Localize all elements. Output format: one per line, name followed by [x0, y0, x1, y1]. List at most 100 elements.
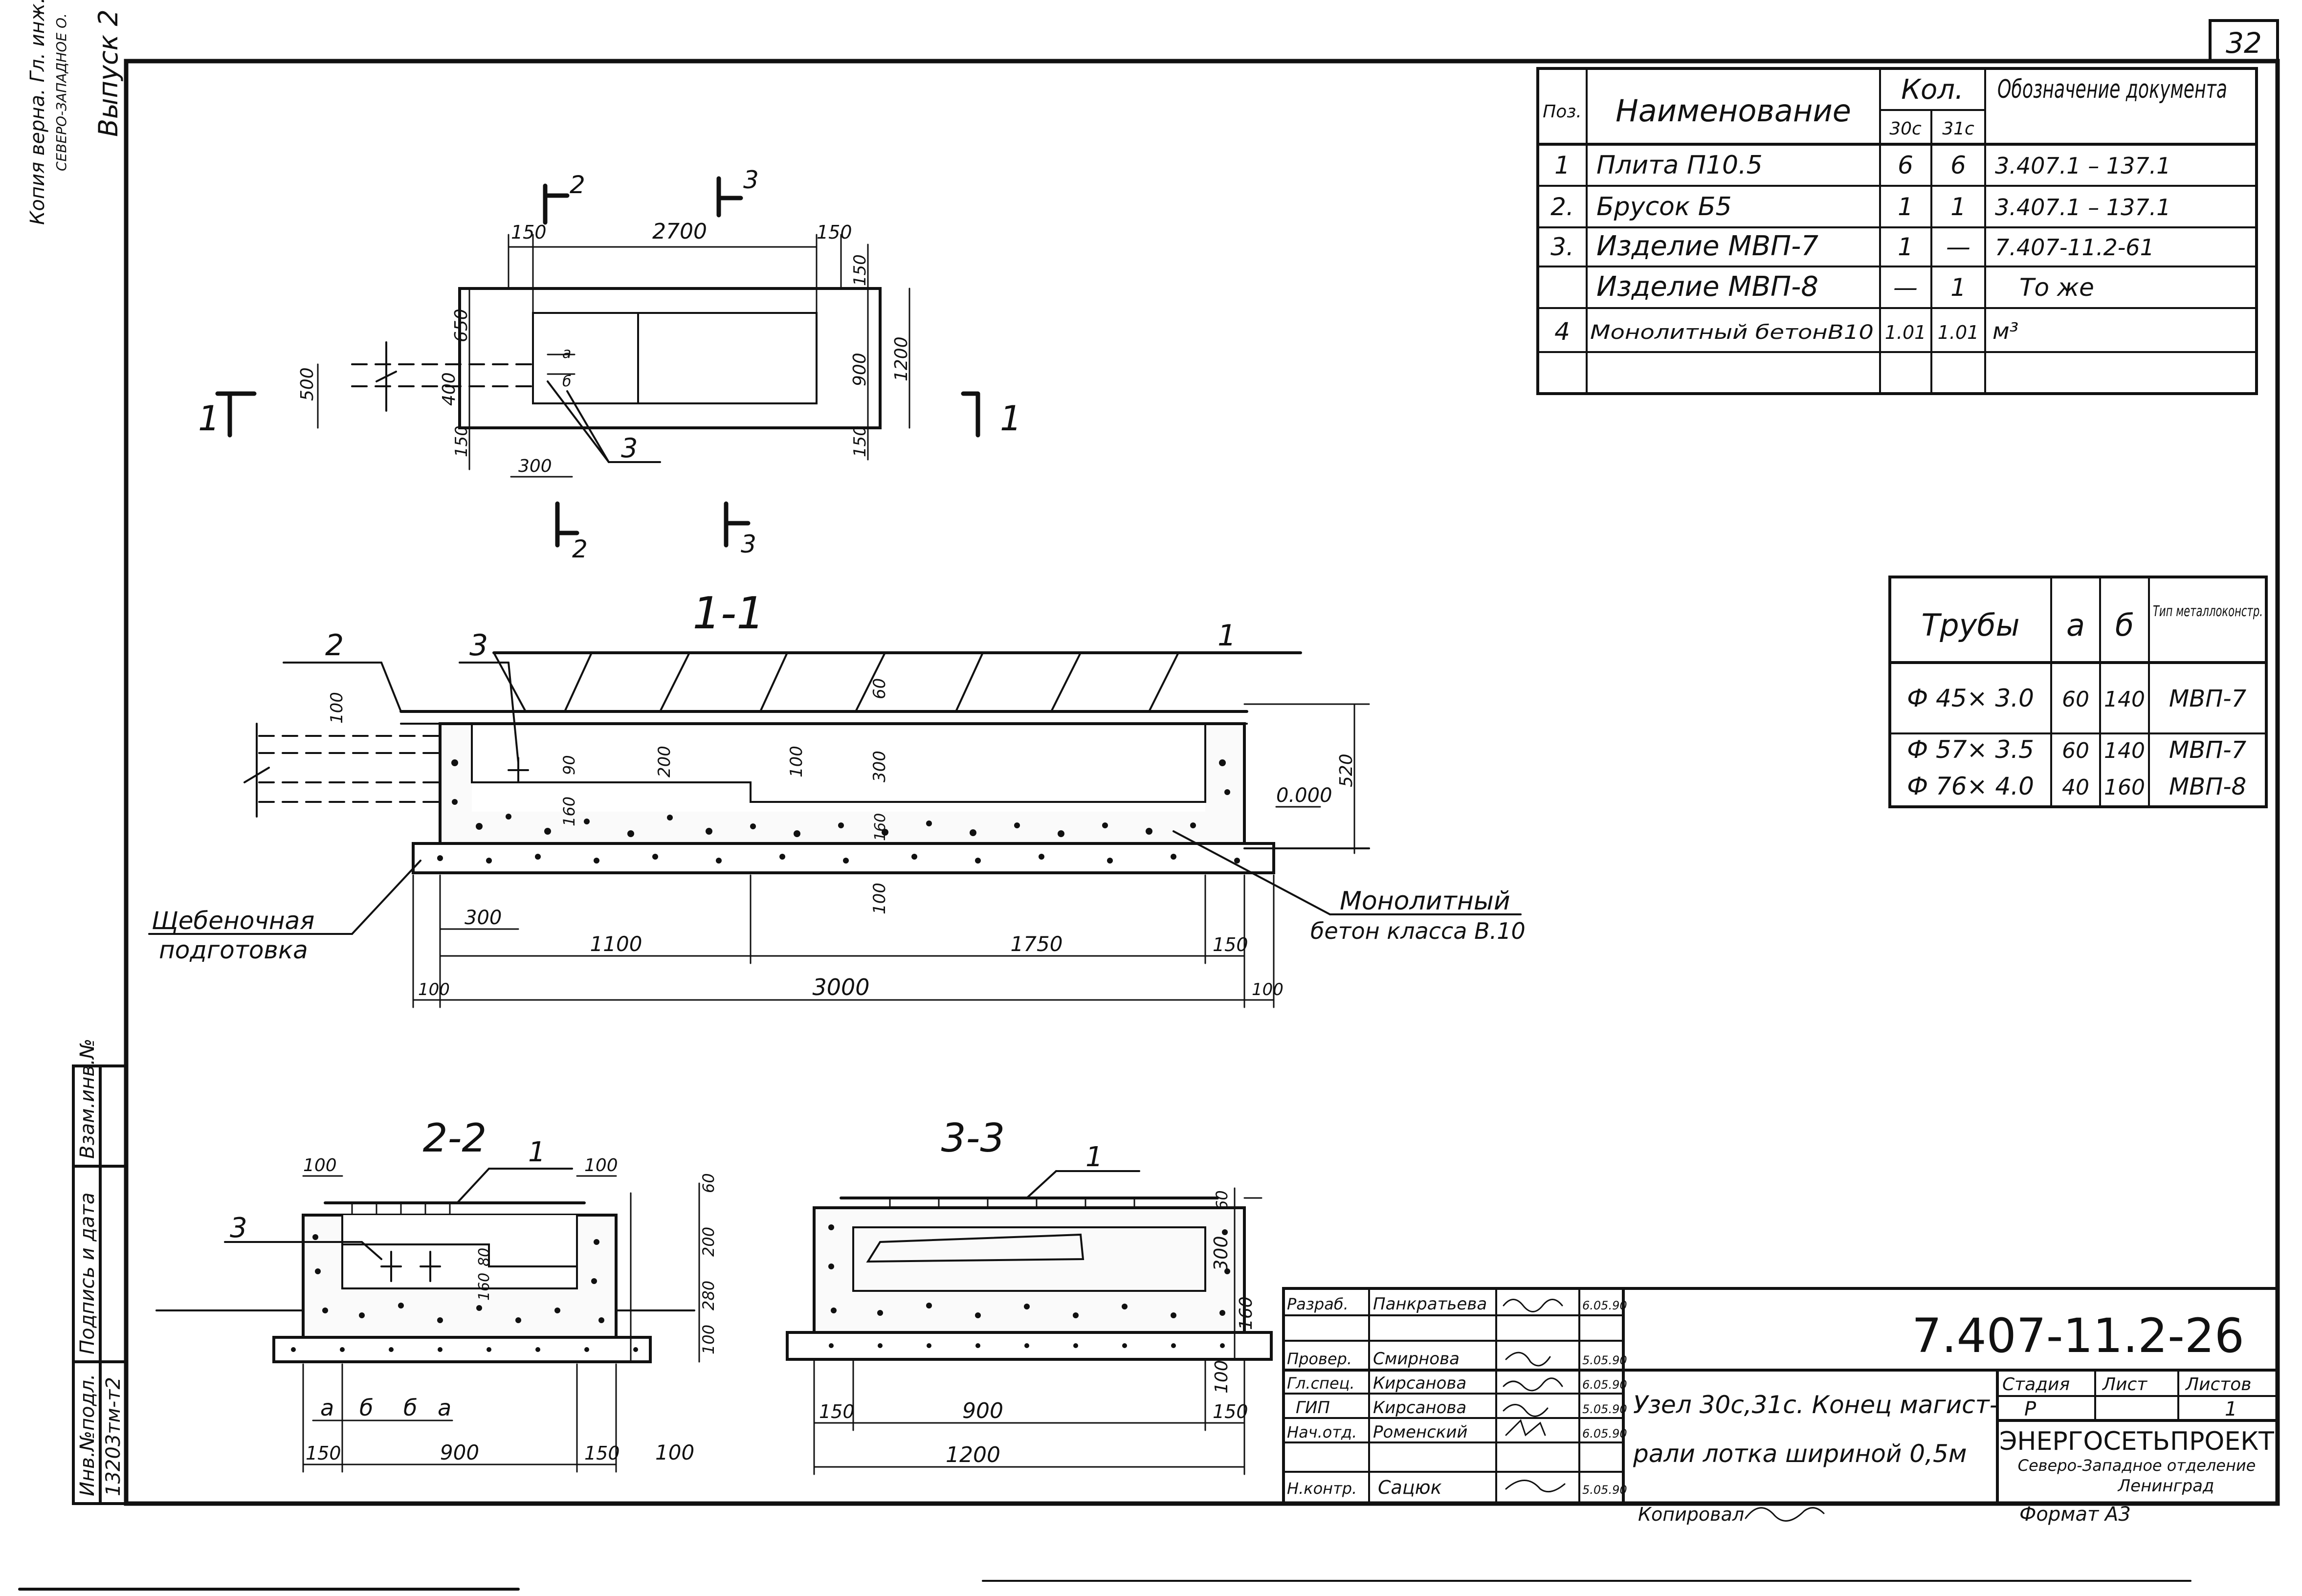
s11-callout-3: 3 [469, 628, 488, 663]
pipe-row-a: 40 [2062, 775, 2089, 800]
plan-dim-300: 300 [518, 456, 552, 476]
cut-2-bottom: 2 [572, 535, 588, 563]
role-date: 6.05.90 [1582, 1427, 1627, 1441]
role-label: ГИП [1296, 1398, 1330, 1418]
side-stamp: Копия верна. Гл. инж. проекта СЕВЕРО-ЗАП… [26, 0, 124, 225]
plan-dim-150-top: 150 [850, 254, 870, 286]
plan-dim-900: 900 [850, 353, 870, 386]
spec-row-pos: 3. [1550, 233, 1574, 261]
s22-dim-100v: 100 [699, 1325, 718, 1354]
spec-table: Поз. Наименование Кол. 30с 31с Обозначен… [1536, 67, 2258, 395]
s11-dim-160b: 160 [872, 813, 889, 841]
s11-dim-200: 200 [655, 746, 674, 777]
spec-row: 2. Брусок Б5 1 1 3.407.1 – 137.1 [1550, 192, 2170, 222]
role-name: Кирсанова [1373, 1398, 1466, 1418]
spec-header-doc: Обозначение документа [1997, 75, 2227, 104]
s22-dim-b1: б [359, 1395, 373, 1421]
s11-dim-300: 300 [870, 751, 889, 782]
stage-value: Р [2024, 1398, 2036, 1420]
s11-dim-1100: 1100 [590, 932, 642, 956]
s22-callout-3: 3 [230, 1212, 247, 1244]
role-row: Разраб. Панкратьева 6.05.90 [1287, 1294, 1627, 1314]
s22-dim-b2: б [403, 1395, 417, 1421]
stage-header: Стадия [2002, 1374, 2070, 1395]
plan-dim-150-br: 150 [850, 425, 870, 457]
spec-row-q30: — [1893, 273, 1918, 302]
title-line-2: рали лотка шириной 0,5м [1633, 1440, 1967, 1468]
label-gravel-line-2: подготовка [159, 936, 308, 964]
pipe-row-b: 160 [2104, 775, 2145, 800]
spec-row: 3. Изделие МВП-7 1 — 7.407-11.2-61 [1550, 230, 2154, 262]
s33-aggregate [828, 1224, 1230, 1348]
format-label: Формат А3 [2019, 1503, 2131, 1526]
spec-row-pos: 1 [1554, 151, 1570, 179]
spec-header-qty-31: 31с [1942, 119, 1974, 139]
cut-1-left: 1 [198, 399, 220, 439]
role-row: Гл.спец. Кирсанова 6.05.90 [1287, 1374, 1627, 1393]
pipe-row-b: 140 [2104, 738, 2145, 763]
spec-row-q31: 1 [1950, 273, 1966, 302]
s33-dim-150r: 150 [1213, 1401, 1248, 1422]
spec-row-name: Монолитный бетонВ10 [1590, 321, 1874, 344]
pipe-row-type: МВП-8 [2169, 773, 2246, 800]
section-3-3: 3-3 1 60 300 160 100 [786, 1115, 1273, 1475]
s33-dim-100: 100 [1212, 1360, 1232, 1394]
s11-dim-100: 100 [327, 692, 347, 724]
label-gravel-line-1: Щебеночная [152, 907, 314, 935]
pipe-rows: Ф 45× 3.0 60 140 МВП-7 Ф 57× 3.5 60 140 … [1907, 684, 2247, 800]
label-concrete-line-1: Монолитный [1340, 887, 1510, 916]
page-number: 32 [2226, 26, 2262, 60]
role-name: Кирсанова [1373, 1374, 1466, 1393]
role-row: Н.контр. Сацюк 5.05.90 [1287, 1477, 1627, 1498]
s22-dim-150r: 150 [584, 1442, 620, 1464]
s11-dim-3000: 3000 [812, 974, 869, 1000]
role-name: Роменский [1373, 1422, 1468, 1442]
spec-header-qty-30: 30с [1889, 119, 1922, 139]
role-date: 6.05.90 [1582, 1378, 1627, 1392]
s33-dim-900: 900 [962, 1398, 1003, 1423]
spec-row-q30: 1 [1898, 193, 1913, 221]
s22-dim-a1: а [320, 1395, 334, 1421]
section-2-2-title: 2-2 [423, 1115, 487, 1161]
title-line-1: Узел 30с,31с. Конец магист- [1633, 1391, 1998, 1419]
cut-1-right: 1 [1000, 399, 1022, 439]
plan-dim-2700: 2700 [652, 219, 707, 244]
s22-dim-200: 200 [699, 1227, 718, 1257]
s33-dim-150l: 150 [819, 1401, 855, 1422]
pipe-row-type: МВП-7 [2169, 736, 2247, 764]
s22-dim-a2: а [438, 1395, 451, 1421]
s33-dim-160: 160 [1236, 1296, 1256, 1330]
concrete-aggregate [437, 759, 1240, 864]
pipe-row-a: 60 [2062, 738, 2089, 763]
spec-row-doc: То же [2019, 273, 2094, 302]
s22-aggregate [291, 1234, 638, 1352]
spec-row-doc: 3.407.1 – 137.1 [1995, 153, 2171, 179]
pipe-row-a: 60 [2062, 687, 2089, 712]
s11-dim-100r: 100 [1252, 980, 1284, 999]
pipe-row-b: 140 [2104, 687, 2145, 712]
org-name: ЭНЕРГОСЕТЬПРОЕКТ [1999, 1427, 2274, 1456]
sheets-value: 1 [2225, 1398, 2237, 1420]
s22-dim-280: 280 [699, 1281, 718, 1310]
spec-row-pos: 4 [1554, 317, 1570, 346]
s11-dim-100c: 100 [870, 883, 889, 914]
s22-callout-1: 1 [528, 1136, 546, 1168]
plan-dim-b: б [562, 373, 572, 390]
left-stamp: Инв.№подл. Подпись и дата Взам.инв.№ 132… [72, 1039, 128, 1505]
s22-dim-100b: 100 [655, 1441, 694, 1464]
pipe-header-a: а [2066, 607, 2085, 643]
plan-callout-3: 3 [621, 433, 638, 464]
role-name: Сацюк [1378, 1477, 1442, 1498]
plan-dim-150-right: 150 [817, 222, 852, 243]
org-branch: Северо-Западное отделение [2018, 1456, 2256, 1475]
spec-row-name: Изделие МВП-7 [1596, 230, 1818, 262]
s11-callout-2: 2 [325, 628, 344, 663]
spec-row-doc: 3.407.1 – 137.1 [1995, 194, 2171, 221]
title-designation: 7.407-11.2-26 [1912, 1308, 2244, 1363]
s11-dim-100l: 100 [418, 980, 450, 999]
pipe-header-type: Тип металлоконстр. [2153, 603, 2263, 620]
s22-dim-900: 900 [440, 1441, 479, 1464]
spec-row: 1 Плита П10.5 6 6 3.407.1 – 137.1 [1554, 151, 2170, 180]
spec-row: 4 Монолитный бетонВ10 1.01 1.01 м³ [1554, 317, 2018, 346]
